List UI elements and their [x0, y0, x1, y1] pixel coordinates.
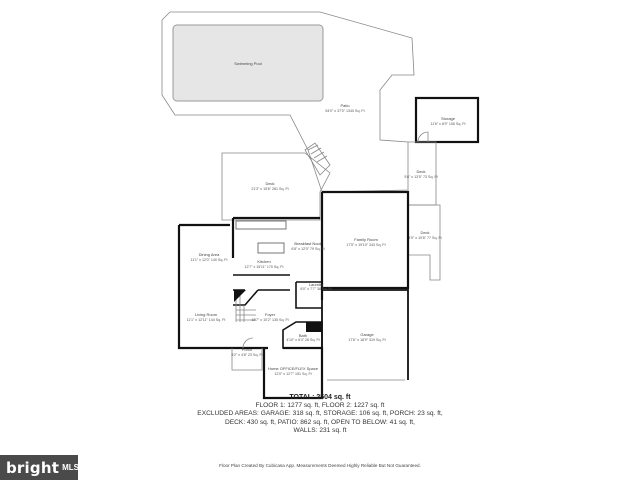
- credit-text: Floor Plan Created By Cubicasa App. Meas…: [219, 463, 421, 468]
- deck-top: [221, 152, 331, 221]
- house-walls: [177, 190, 410, 400]
- deck-side-dims: 4'9" x 10'8" 77 Sq. Ft: [408, 236, 441, 240]
- porch-outline: [231, 348, 263, 371]
- walls-area: WALLS: 231 sq. ft: [293, 426, 347, 434]
- swimming-pool: [172, 24, 324, 102]
- porch-dims: 5'2" x 4'8" 23 Sq. Ft: [231, 353, 262, 357]
- deck-side: [408, 204, 441, 281]
- family-room-label: Family Room: [354, 237, 378, 242]
- patio-dims: 54'0" x 37'0" 1340 Sq. Ft: [325, 109, 364, 113]
- kitchen-island: [257, 242, 285, 254]
- storage-label: Storage: [441, 116, 456, 121]
- deck-top-label: Deck: [265, 181, 274, 186]
- foyer-dims: 18'7" x 10'2" 135 Sq. Ft: [251, 318, 288, 322]
- excluded-areas-2: DECK: 430 sq. ft, PATIO: 862 sq. ft, OPE…: [225, 418, 415, 426]
- storage-room: [414, 96, 480, 144]
- deck-side-label: Deck: [420, 230, 429, 235]
- patio-label: Patio: [340, 103, 350, 108]
- porch-label: Porch: [242, 347, 252, 352]
- laundry-label: Laundry: [309, 282, 323, 287]
- breakfast-nook-label: Breakfast Nook: [294, 241, 321, 246]
- deck-stairs: [304, 142, 331, 176]
- pool-label: Swimming Pool: [234, 61, 262, 66]
- dining-dims: 11'1" x 12'0" 140 Sq. Ft: [190, 258, 227, 262]
- bath-dims: 4'10" x 6'4" 26 Sq. Ft: [286, 338, 319, 342]
- kitchen-counter: [235, 220, 287, 230]
- logo-mls: MLS: [62, 463, 79, 472]
- garage-label: Garage: [360, 332, 374, 337]
- bath-walls: [282, 321, 323, 349]
- porch-door: [242, 337, 254, 349]
- living-label: Living Room: [195, 312, 218, 317]
- area-summary: TOTAL: 2504 sq. ft FLOOR 1: 1277 sq. ft,…: [150, 394, 490, 435]
- family-room-dims: 17'5" x 19'10" 343 Sq. Ft: [346, 243, 385, 247]
- office-label: Home OFFICE/FLEX Space: [268, 366, 319, 371]
- office-dims: 12'0" x 12'7" 151 Sq. Ft: [274, 372, 311, 376]
- logo-word: bright: [6, 458, 60, 477]
- foyer-label: Foyer: [265, 312, 276, 317]
- bright-mls-logo: bright MLS: [0, 455, 79, 480]
- bath-label: Bath: [299, 333, 307, 338]
- excluded-areas-1: EXCLUDED AREAS: GARAGE: 318 sq. ft, STOR…: [197, 410, 443, 418]
- laundry-dims: 6'0" x 7'7" 38 Sq. Ft: [300, 287, 331, 291]
- deck-right-dims: 5'6" x 13'5" 73 Sq. Ft: [404, 175, 437, 179]
- total-area: TOTAL: 2504 sq. ft: [289, 394, 351, 401]
- patio-outline: [161, 11, 415, 193]
- stair-landing: [234, 290, 246, 302]
- breakfast-nook-dims: 6'8" x 12'0" 79 Sq. Ft: [291, 247, 324, 251]
- deck-top-dims: 21'3" x 15'6" 281 Sq. Ft: [251, 187, 288, 191]
- living-dims: 11'1" x 12'11" 144 Sq. Ft: [187, 318, 226, 322]
- storage-door: [417, 131, 429, 143]
- floor-areas: FLOOR 1: 1277 sq. ft, FLOOR 2: 1227 sq. …: [255, 402, 385, 410]
- stairs: [235, 290, 256, 322]
- garage-dims: 17'6" x 18'9" 319 Sq. Ft: [348, 338, 385, 342]
- dining-label: Dining Area: [199, 252, 220, 257]
- deck-right-label: Deck: [416, 169, 425, 174]
- bath-fixture: [306, 322, 322, 332]
- interior-walls: [233, 274, 322, 309]
- kitchen-label: Kitchen: [257, 259, 270, 264]
- kitchen-dims: 12'7" x 15'11" 170 Sq. Ft: [244, 265, 283, 269]
- storage-dims: 11'6" x 8'9" 106 Sq. Ft: [430, 122, 465, 126]
